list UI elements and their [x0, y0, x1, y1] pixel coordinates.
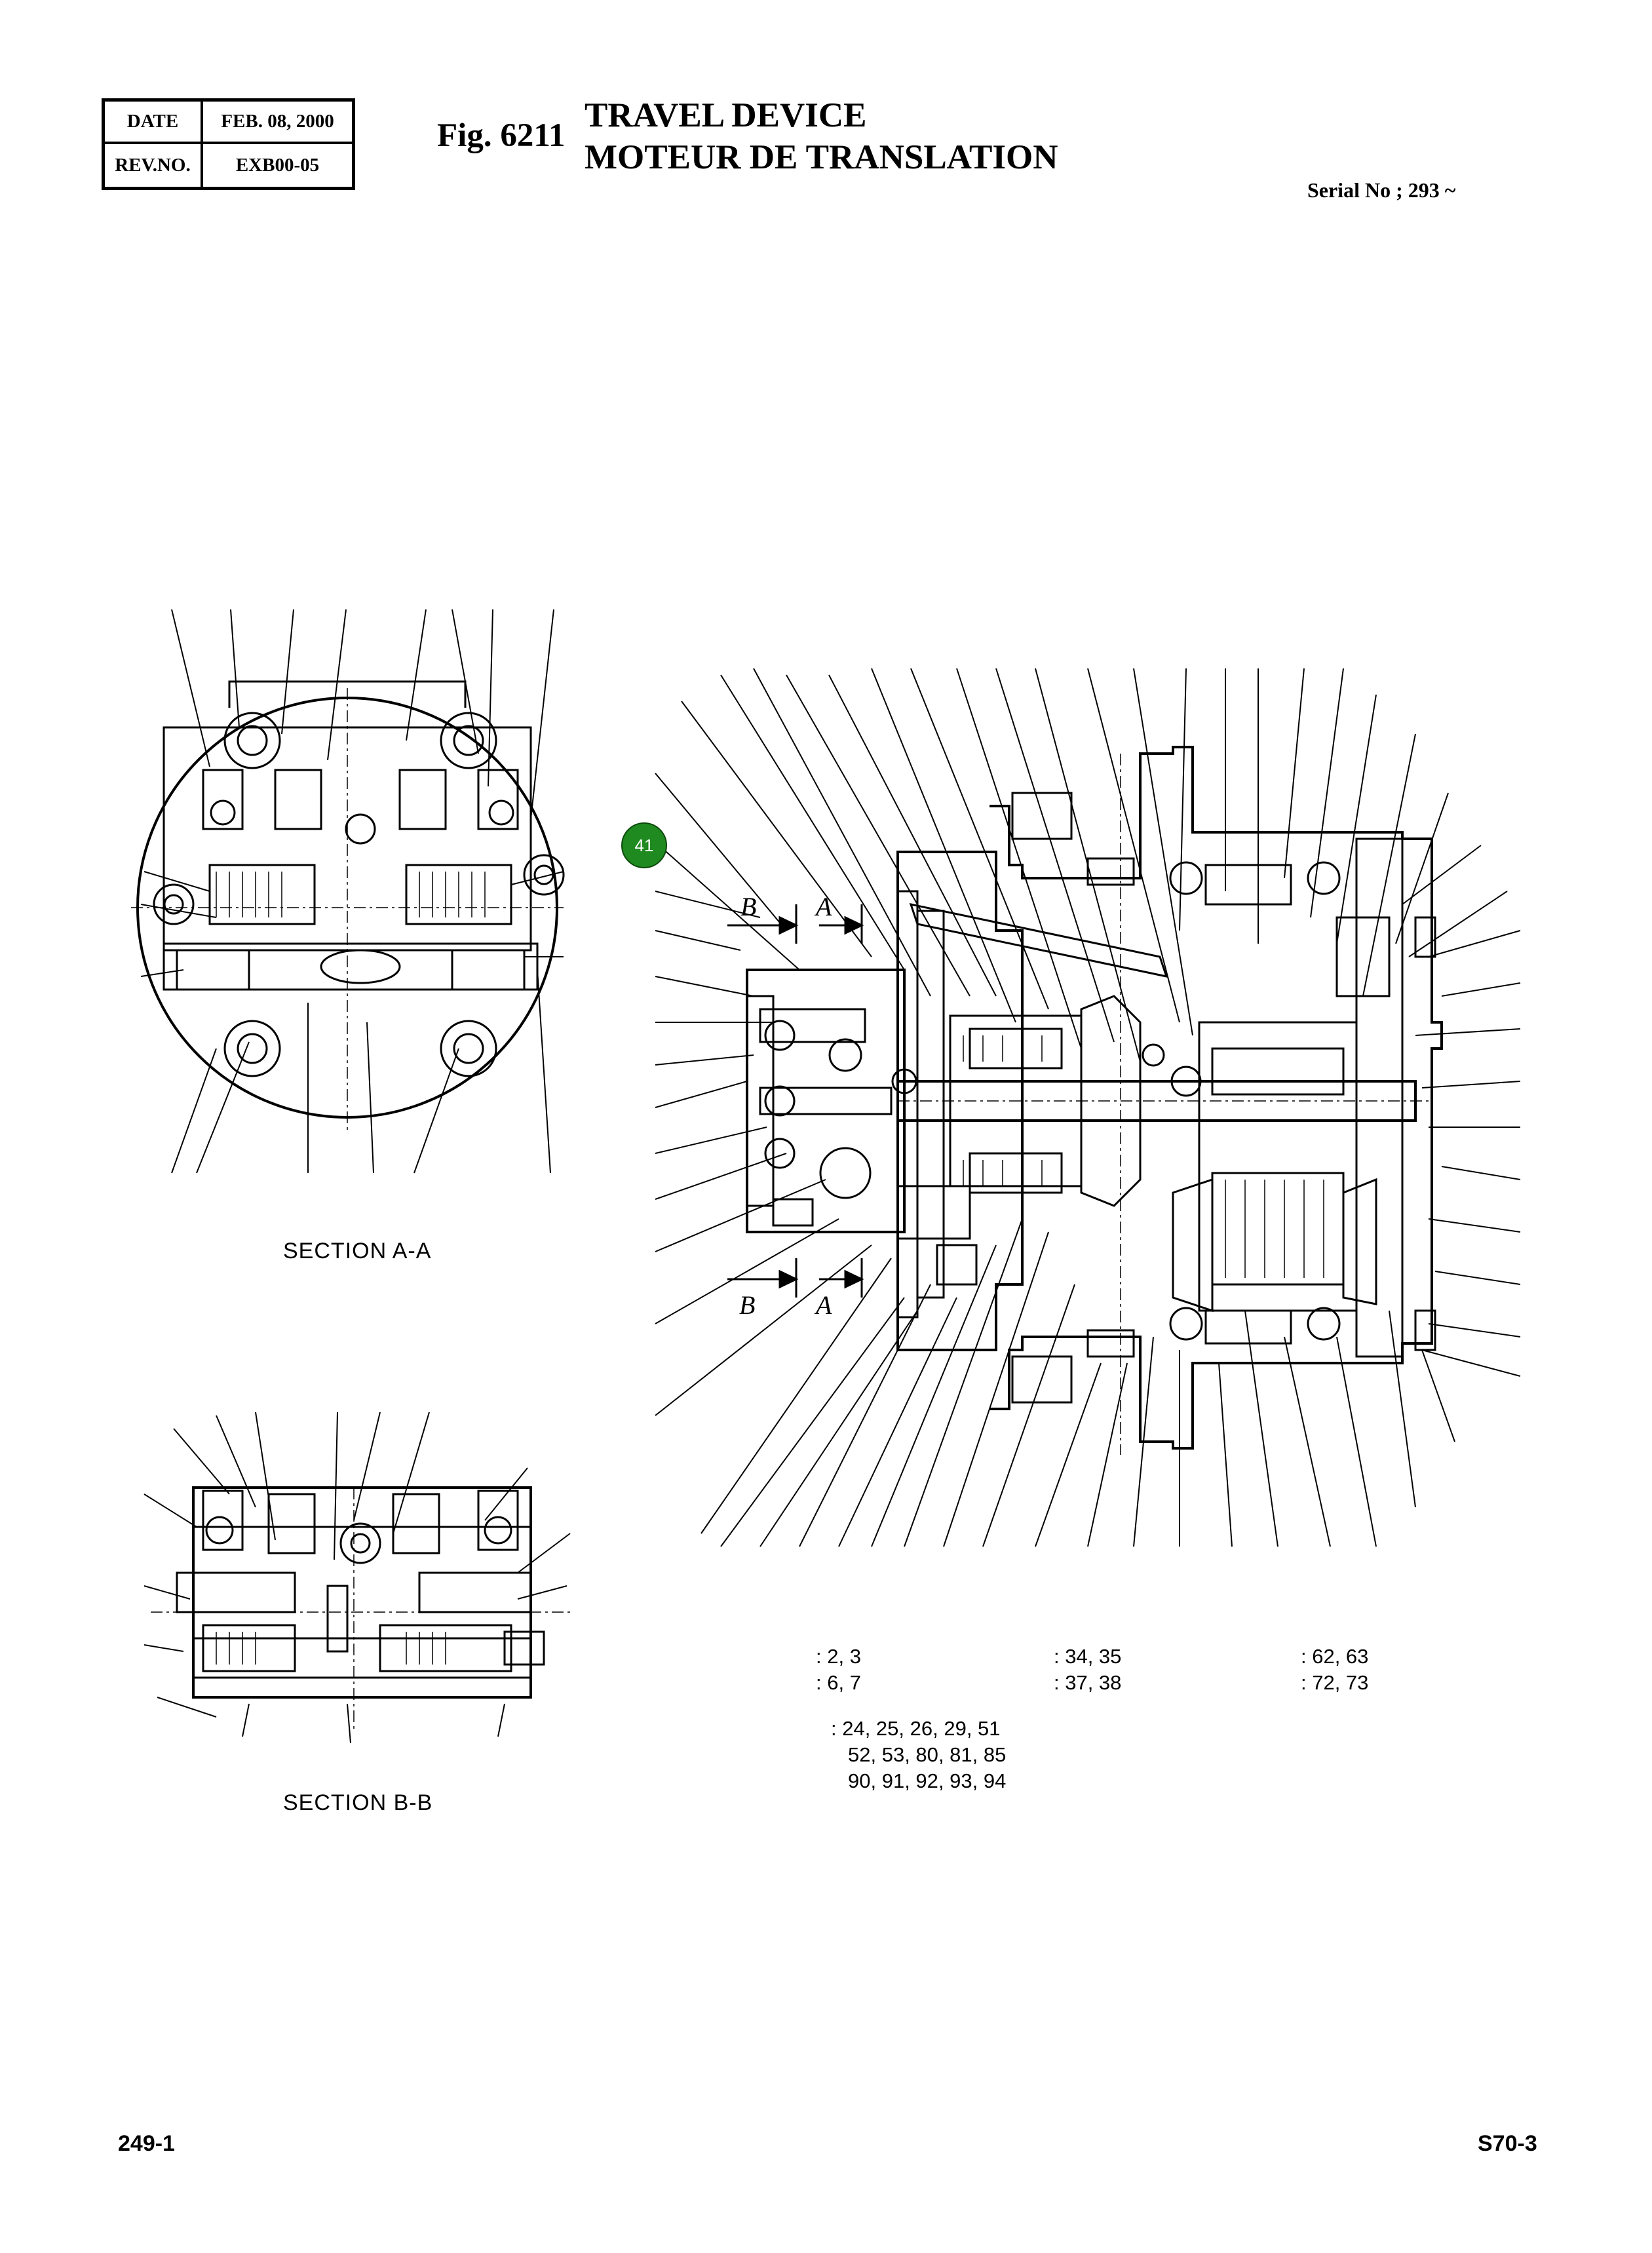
- ref-col1: : 2, 3 : 6, 7: [816, 1644, 861, 1696]
- ref-col1-line2: : 6, 7: [816, 1671, 861, 1694]
- ref-col3: : 62, 63 : 72, 73: [1301, 1644, 1368, 1696]
- ref-col2-line2: : 37, 38: [1054, 1671, 1122, 1694]
- rev-label: REV.NO.: [105, 144, 203, 187]
- date-value: FEB. 08, 2000: [203, 102, 352, 144]
- title-english: TRAVEL DEVICE: [585, 96, 867, 134]
- ref-col2: : 34, 35 : 37, 38: [1054, 1644, 1121, 1696]
- ref-group: : 24, 25, 26, 29, 51 52, 53, 80, 81, 85 …: [831, 1716, 1006, 1794]
- section-bb-drawing: [144, 1412, 571, 1744]
- ref-col3-line2: : 72, 73: [1301, 1671, 1369, 1694]
- title-french: MOTEUR DE TRANSLATION: [585, 138, 1058, 176]
- section-aa-drawing: [131, 609, 565, 1174]
- ref-col3-line1: : 62, 63: [1301, 1645, 1369, 1668]
- date-label: DATE: [105, 102, 203, 144]
- rev-value: EXB00-05: [235, 155, 320, 176]
- ref-group-line3: 90, 91, 92, 93, 94: [848, 1769, 1007, 1792]
- model-code: S70-3: [1478, 2131, 1537, 2156]
- part-callout-41[interactable]: 41: [621, 822, 667, 868]
- serial-number: Serial No ; 293 ~: [1307, 178, 1456, 202]
- revision-box: DATE FEB. 08, 2000 REV.NO. EXB00-05: [102, 98, 355, 190]
- main-section-drawing: [655, 668, 1521, 1547]
- cut-label-b-top: B: [740, 892, 758, 921]
- ref-col1-line1: : 2, 3: [816, 1645, 861, 1668]
- figure-number: Fig. 6211: [437, 117, 566, 154]
- cut-label-b-bottom: B: [739, 1290, 756, 1320]
- section-bb-label: SECTION B-B: [283, 1790, 433, 1815]
- section-aa-label: SECTION A-A: [283, 1239, 432, 1263]
- ref-group-line1: : 24, 25, 26, 29, 51: [831, 1717, 1001, 1740]
- page-number: 249-1: [118, 2131, 175, 2156]
- cut-label-a-top: A: [816, 892, 833, 921]
- cut-label-a-bottom: A: [816, 1290, 833, 1320]
- ref-group-line2: 52, 53, 80, 81, 85: [848, 1743, 1007, 1766]
- ref-col2-line1: : 34, 35: [1054, 1645, 1122, 1668]
